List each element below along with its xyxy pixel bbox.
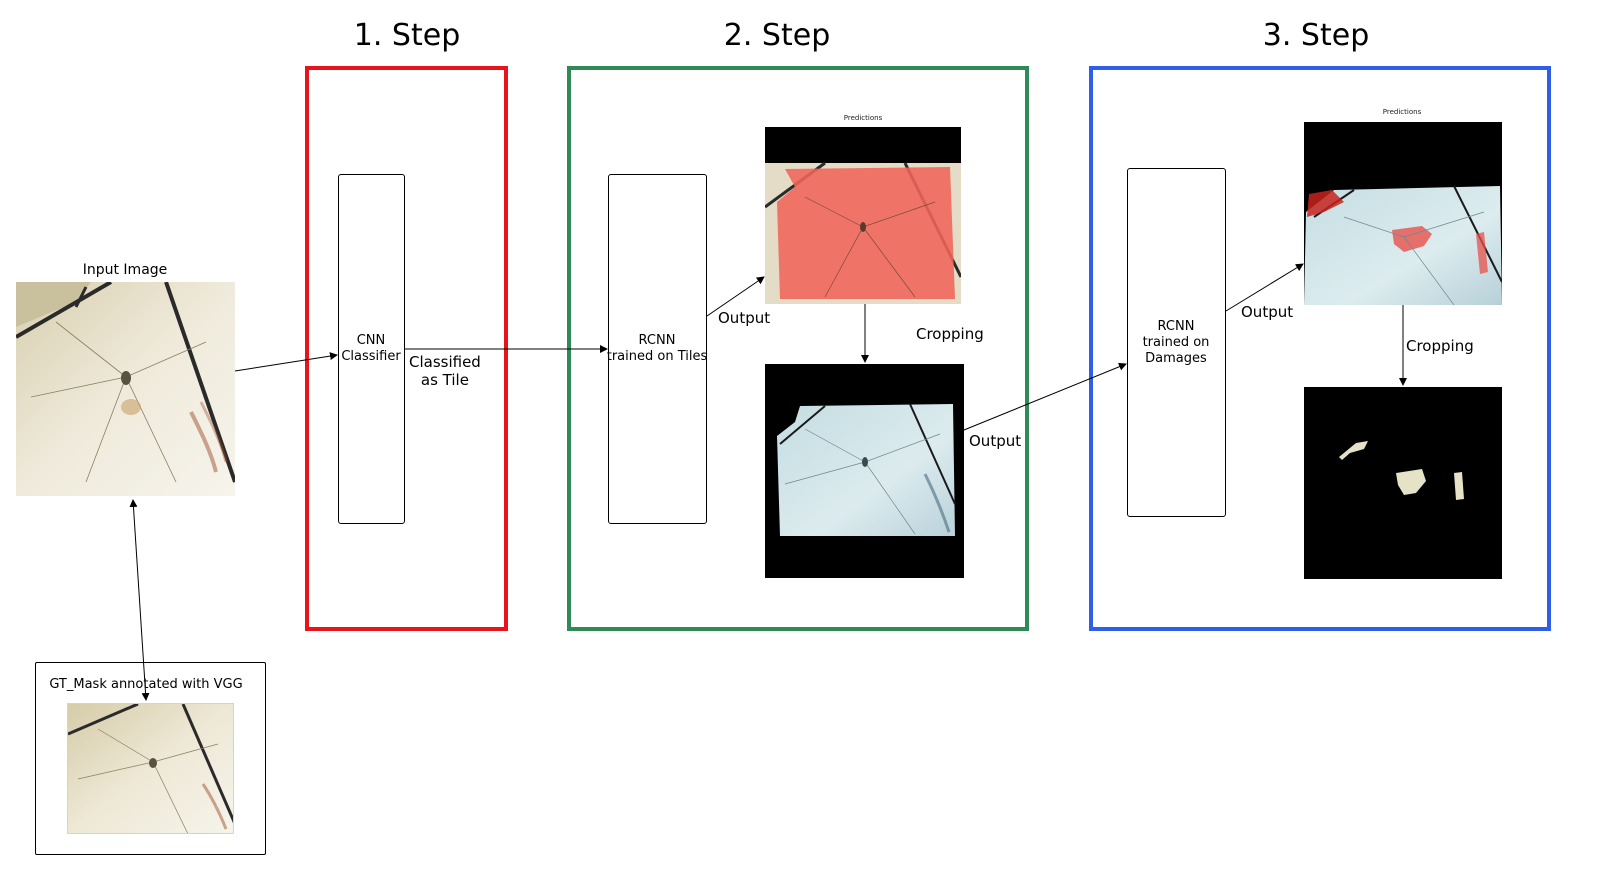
cropped-tile-image (765, 364, 964, 578)
cropped-damages-image (1304, 387, 1502, 579)
predictions-step2-image (765, 127, 961, 304)
gt-mask-title: GT_Mask annotated with VGG (49, 677, 243, 692)
step3-frame (1089, 66, 1551, 631)
step2-title: 2. Step (723, 18, 831, 53)
rcnn-damages-box (1127, 168, 1226, 517)
step1-title: 1. Step (353, 18, 461, 53)
rcnn-tiles-label: RCNN trained on Tiles (606, 333, 708, 364)
predictions-step3-image (1304, 122, 1502, 305)
input-image-title: Input Image (82, 262, 168, 278)
classified-as-tile-label: Classified as Tile (409, 353, 481, 389)
output-step2-label: Output (718, 309, 771, 327)
cropping-step2-label: Cropping (916, 325, 984, 343)
cnn-classifier-label: CNN Classifier (341, 333, 401, 364)
rcnn-damages-label: RCNN trained on Damages (1142, 319, 1210, 366)
step1-frame (305, 66, 508, 631)
step3-title: 3. Step (1262, 18, 1370, 53)
cropping-step3-label: Cropping (1406, 337, 1474, 355)
gt-mask-image (67, 703, 234, 834)
output-step3-label: Output (1241, 303, 1294, 321)
predictions-step2-title: Predictions (843, 114, 883, 122)
rcnn-tiles-box (608, 174, 707, 524)
cnn-classifier-box (338, 174, 405, 524)
input-image (16, 282, 235, 496)
output-to-step3-label: Output (969, 432, 1022, 450)
predictions-step3-title: Predictions (1382, 108, 1422, 116)
